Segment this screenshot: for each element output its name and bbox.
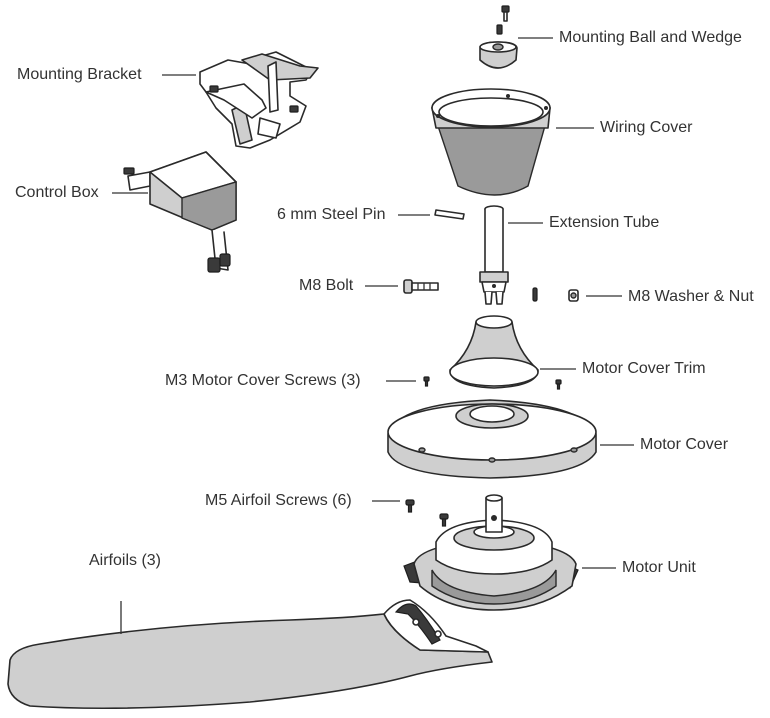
label-airfoils: Airfoils (3) <box>89 552 162 569</box>
m3-screws <box>423 376 562 390</box>
motor-cover <box>387 399 597 479</box>
label-mounting-bracket: Mounting Bracket <box>17 66 142 83</box>
label-m8-bolt: M8 Bolt <box>299 277 354 294</box>
airfoil-blade <box>7 599 493 710</box>
extension-tube <box>479 205 509 305</box>
mounting-bracket <box>199 51 319 149</box>
label-steel-pin: 6 mm Steel Pin <box>277 206 386 223</box>
steel-pin <box>434 209 465 220</box>
m8-washer-and-nut <box>532 287 579 302</box>
m5-screws <box>405 499 449 527</box>
label-m5-screws: M5 Airfoil Screws (6) <box>205 492 352 509</box>
label-extension-tube: Extension Tube <box>549 214 660 231</box>
label-m3-screws: M3 Motor Cover Screws (3) <box>165 372 361 389</box>
mounting-ball-and-wedge <box>479 5 518 69</box>
label-m8-washer-nut: M8 Washer & Nut <box>628 288 754 305</box>
label-control-box: Control Box <box>15 184 99 201</box>
motor-cover-trim <box>449 315 539 389</box>
motor-unit <box>403 494 579 611</box>
control-box <box>123 151 237 273</box>
label-motor-cover: Motor Cover <box>640 436 729 453</box>
label-motor-unit: Motor Unit <box>622 559 696 576</box>
label-motor-cover-trim: Motor Cover Trim <box>582 360 706 377</box>
label-wiring-cover: Wiring Cover <box>600 119 693 136</box>
label-mounting-ball: Mounting Ball and Wedge <box>559 29 742 46</box>
m8-bolt <box>403 279 439 294</box>
wiring-cover <box>431 88 551 196</box>
leader-lines <box>112 37 634 634</box>
